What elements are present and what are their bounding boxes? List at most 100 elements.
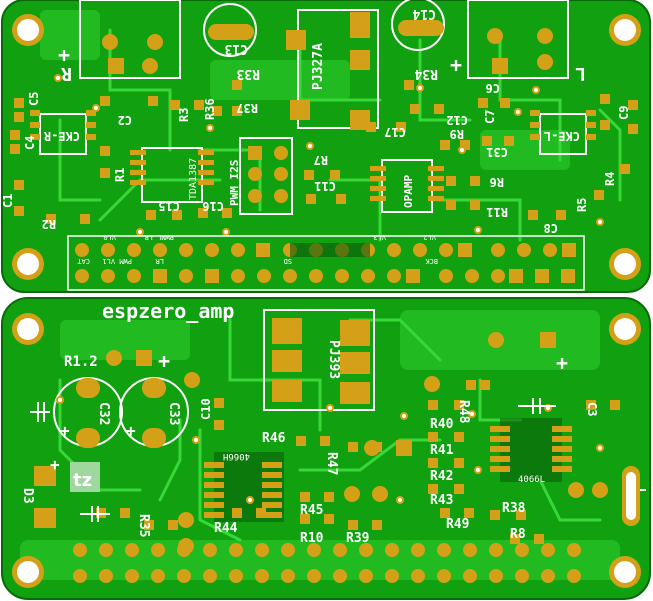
label-c15: C15 bbox=[158, 199, 180, 213]
label-r33: R33 bbox=[237, 66, 260, 81]
label-r6: R6 bbox=[490, 175, 504, 189]
label-cke-r: CKE-R bbox=[43, 129, 80, 143]
label-r9: R9 bbox=[450, 127, 464, 141]
label-r2: R2 bbox=[42, 217, 56, 231]
bottom-pcb-board bbox=[2, 298, 650, 599]
label-tda1387: TDA1387 bbox=[188, 158, 199, 200]
pin-label-vl0: VL0 bbox=[103, 233, 116, 241]
label-c31: C31 bbox=[486, 145, 508, 159]
plus-icon: + bbox=[50, 455, 60, 474]
pin-label-bck: BCK bbox=[425, 257, 438, 265]
label-c33: C33 bbox=[166, 402, 181, 425]
label-r8: R8 bbox=[510, 527, 526, 542]
label-r44: R44 bbox=[214, 521, 238, 536]
label-c3: C3 bbox=[585, 402, 599, 416]
label-c6: C6 bbox=[486, 81, 500, 95]
label-r3: R3 bbox=[177, 108, 191, 122]
mounting-hole-icon bbox=[12, 313, 44, 345]
label-cke-l: CKE-L bbox=[544, 129, 580, 143]
label-c32: C32 bbox=[96, 402, 111, 425]
label-c12: C12 bbox=[446, 113, 468, 127]
label-r48: R48 bbox=[456, 400, 471, 424]
pin-label-sd: SD bbox=[284, 257, 292, 265]
plus-icon: + bbox=[58, 43, 70, 67]
label-c2: C2 bbox=[118, 113, 132, 127]
top-header-labels: VL0 CAT PWM VL1 PWML LR LR SD VL3 VL2 BC… bbox=[77, 233, 438, 265]
label-c13: C13 bbox=[225, 41, 248, 56]
label-r49: R49 bbox=[446, 517, 469, 532]
mounting-hole-icon bbox=[12, 556, 44, 588]
label-r7: R7 bbox=[314, 153, 328, 167]
pin-label-vl3: VL3 bbox=[373, 233, 386, 241]
label-l-channel: L bbox=[575, 63, 586, 84]
label-opamp: OPAMP bbox=[402, 175, 415, 208]
mounting-hole-icon bbox=[609, 248, 641, 280]
label-c16: C16 bbox=[202, 199, 224, 213]
tz-logo-icon: tz bbox=[70, 462, 100, 492]
label-r4: R4 bbox=[603, 172, 617, 186]
label-chip-4066h: 4066H bbox=[223, 451, 250, 461]
label-r36: R36 bbox=[203, 98, 217, 120]
label-r43: R43 bbox=[430, 493, 453, 508]
label-c5: C5 bbox=[27, 92, 41, 106]
label-c4: C4 bbox=[23, 136, 37, 150]
top-components bbox=[10, 0, 638, 291]
label-r35: R35 bbox=[136, 514, 151, 537]
top-silkscreen: C13 C14 R33 R34 PJ327A CKE-R CKE-L C2 C5… bbox=[1, 6, 631, 235]
gpio-header-top bbox=[75, 243, 576, 283]
mounting-hole-icon bbox=[12, 248, 44, 280]
label-r37: R37 bbox=[236, 101, 258, 115]
label-r41: R41 bbox=[430, 443, 454, 458]
label-r34: R34 bbox=[414, 66, 438, 81]
mounting-hole-icon bbox=[609, 313, 641, 345]
label-r47: R47 bbox=[324, 452, 339, 475]
label-r45: R45 bbox=[300, 503, 323, 518]
plus-icon: + bbox=[556, 351, 568, 375]
mounting-hole-icon bbox=[12, 14, 44, 46]
mounting-hole-icon bbox=[609, 14, 641, 46]
pin-label-pwm-vl1: PWM VL1 bbox=[102, 257, 132, 265]
label-r42: R42 bbox=[430, 469, 453, 484]
label-c17: C17 bbox=[384, 125, 406, 139]
label-r11: R11 bbox=[486, 205, 508, 219]
label-pj327a: PJ327A bbox=[311, 43, 326, 90]
top-pcb-board bbox=[2, 0, 650, 292]
label-d3: D3 bbox=[20, 488, 35, 504]
label-c9: C9 bbox=[617, 106, 631, 120]
label-chip-4066l: 4066L bbox=[518, 475, 545, 485]
label-c11: C11 bbox=[314, 179, 336, 193]
label-r38: R38 bbox=[502, 501, 526, 516]
label-r1-2: R1.2 bbox=[64, 354, 98, 370]
bottom-silkscreen: espzero_amp R1.2 C32 C33 C10 PJ393 R46 R… bbox=[20, 299, 599, 546]
pin-label-lr: LR bbox=[155, 257, 164, 265]
label-c10: C10 bbox=[199, 398, 213, 420]
plus-icon: + bbox=[158, 349, 170, 373]
label-pwm-i2s: PWM I2S bbox=[228, 160, 241, 206]
label-c7: C7 bbox=[483, 110, 497, 124]
label-r1: R1 bbox=[113, 168, 127, 182]
label-c8: C8 bbox=[544, 221, 558, 235]
svg-text:tz: tz bbox=[73, 470, 92, 491]
label-r5: R5 bbox=[575, 198, 589, 212]
mounting-hole-icon bbox=[609, 556, 641, 588]
label-r39: R39 bbox=[346, 531, 369, 546]
label-c14: C14 bbox=[412, 6, 436, 21]
mounting-holes bbox=[12, 14, 641, 588]
pin-label-cat: CAT bbox=[77, 257, 90, 265]
label-pj393: PJ393 bbox=[326, 340, 341, 379]
gpio-header-bottom bbox=[73, 543, 581, 583]
label-r40: R40 bbox=[430, 417, 454, 432]
label-c1: C1 bbox=[1, 194, 15, 208]
pin-label-pwml-lr: PWML LR bbox=[144, 233, 174, 241]
label-r10: R10 bbox=[300, 531, 324, 546]
pin-label-vl2: VL2 bbox=[423, 233, 436, 241]
plus-icon: + bbox=[126, 421, 136, 440]
label-r-channel: R bbox=[61, 63, 72, 84]
board-title: espzero_amp bbox=[102, 299, 234, 323]
plus-icon: + bbox=[450, 53, 462, 77]
bottom-components: tz bbox=[30, 309, 646, 583]
plus-icon: + bbox=[60, 421, 70, 440]
label-r46: R46 bbox=[262, 431, 286, 446]
